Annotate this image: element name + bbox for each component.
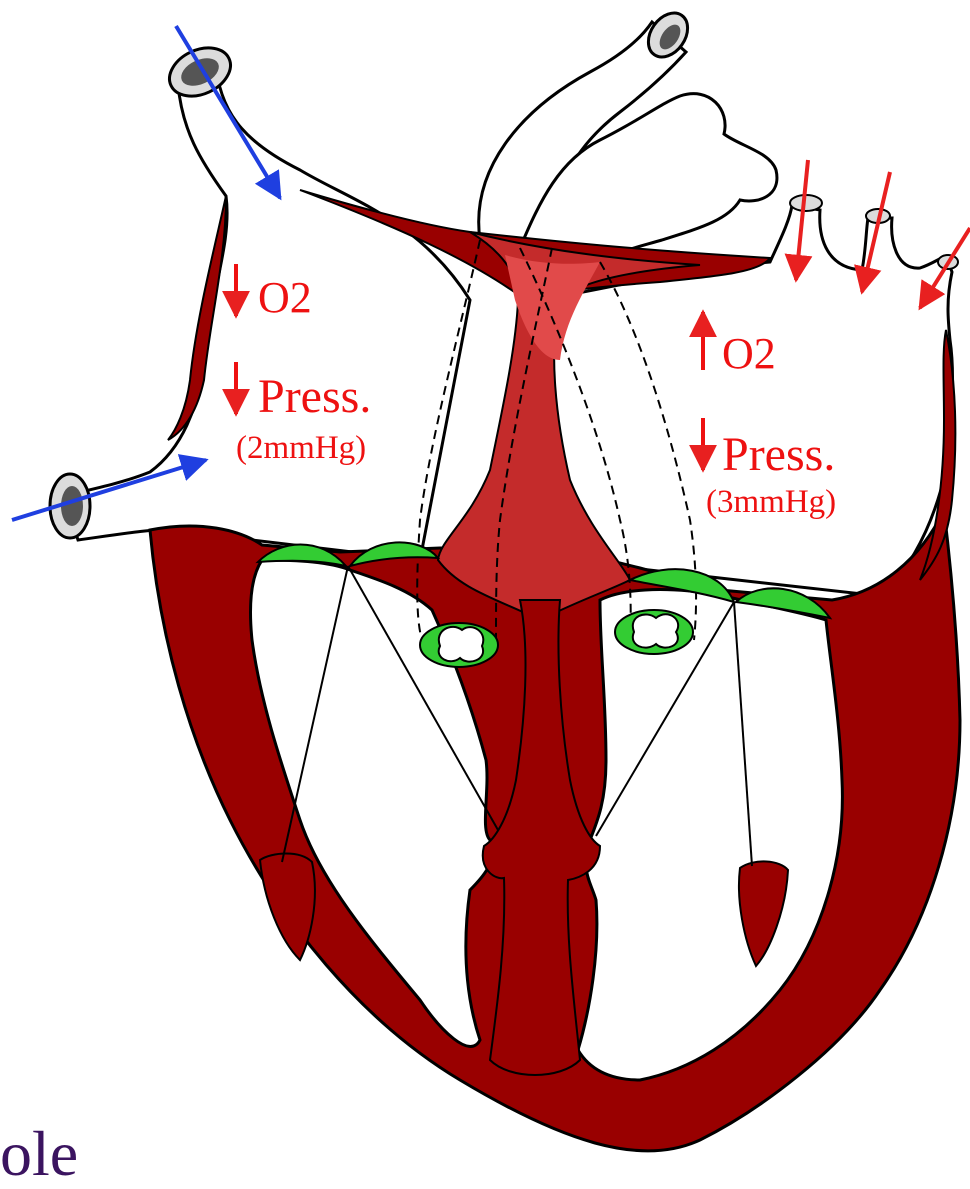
right-pressure-label: Press. — [258, 370, 371, 423]
left-pressure-label: Press. — [722, 428, 835, 481]
right-pressure-value: (2mmHg) — [236, 430, 366, 466]
caption-text: ole — [0, 1122, 78, 1186]
aortic-valve — [615, 610, 693, 654]
left-pressure-value: (3mmHg) — [706, 484, 836, 520]
left-oxygen-label: O2 — [722, 329, 776, 378]
right-oxygen-label: O2 — [258, 273, 312, 322]
superior-vena-cava-opening — [162, 39, 239, 106]
pulmonary-valve — [420, 623, 498, 667]
